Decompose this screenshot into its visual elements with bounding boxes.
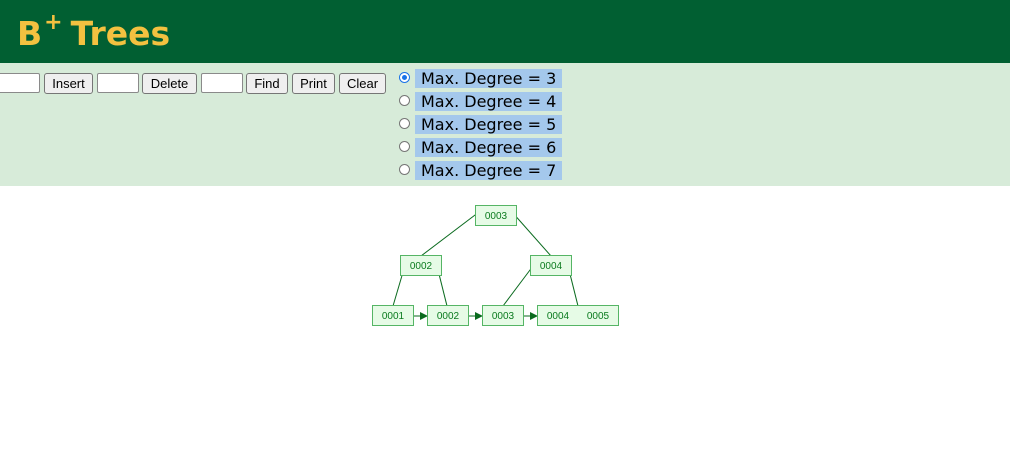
node-key: 0002 xyxy=(410,261,433,272)
node-key: 0004 xyxy=(540,261,563,272)
tree-node-leaf: 0004 0005 xyxy=(537,305,619,326)
print-button[interactable]: Print xyxy=(292,73,335,94)
node-key: 0005 xyxy=(587,311,610,322)
tree-node-leaf: 0001 xyxy=(372,305,414,326)
degree-label-3[interactable]: Max. Degree = 3 xyxy=(415,69,563,88)
degree-radio-3[interactable] xyxy=(399,72,410,83)
find-input[interactable] xyxy=(201,73,243,93)
edge-root-left xyxy=(420,211,480,257)
insert-input[interactable] xyxy=(0,73,40,93)
edge-root-right xyxy=(511,211,552,257)
clear-button[interactable]: Clear xyxy=(339,73,386,94)
app-header: B+ Trees xyxy=(0,0,1010,63)
delete-button[interactable]: Delete xyxy=(142,73,197,94)
degree-radio-6[interactable] xyxy=(399,141,410,152)
degree-radio-7[interactable] xyxy=(399,164,410,175)
degree-label-4[interactable]: Max. Degree = 4 xyxy=(415,92,563,111)
title-main: B xyxy=(17,14,43,53)
title-superscript: + xyxy=(44,10,63,35)
degree-radio-5[interactable] xyxy=(399,118,410,129)
bplus-tree-diagram: 0003 0002 0004 0001 0002 0003 0004 0005 xyxy=(372,205,619,326)
tree-node-leaf: 0003 xyxy=(482,305,524,326)
tree-node-leaf: 0002 xyxy=(427,305,469,326)
node-key: 0003 xyxy=(485,211,508,222)
node-key: 0003 xyxy=(492,311,515,322)
degree-label-5[interactable]: Max. Degree = 5 xyxy=(415,115,563,134)
node-key: 0004 xyxy=(547,311,570,322)
title-rest: Trees xyxy=(70,14,171,53)
degree-radio-4[interactable] xyxy=(399,95,410,106)
tree-node-internal: 0004 xyxy=(530,255,572,276)
node-key: 0001 xyxy=(382,311,405,322)
degree-label-7[interactable]: Max. Degree = 7 xyxy=(415,161,563,180)
tree-node-root: 0003 xyxy=(475,205,517,226)
node-key: 0002 xyxy=(437,311,460,322)
delete-input[interactable] xyxy=(97,73,139,93)
tree-canvas: 0003 0002 0004 0001 0002 0003 0004 0005 xyxy=(0,186,1010,451)
control-panel: Insert Delete Find Print Clear Max. Degr… xyxy=(0,63,1010,186)
insert-button[interactable]: Insert xyxy=(44,73,93,94)
tree-node-internal: 0002 xyxy=(400,255,442,276)
degree-label-6[interactable]: Max. Degree = 6 xyxy=(415,138,563,157)
find-button[interactable]: Find xyxy=(246,73,288,94)
page-title: B+ Trees xyxy=(17,10,171,61)
